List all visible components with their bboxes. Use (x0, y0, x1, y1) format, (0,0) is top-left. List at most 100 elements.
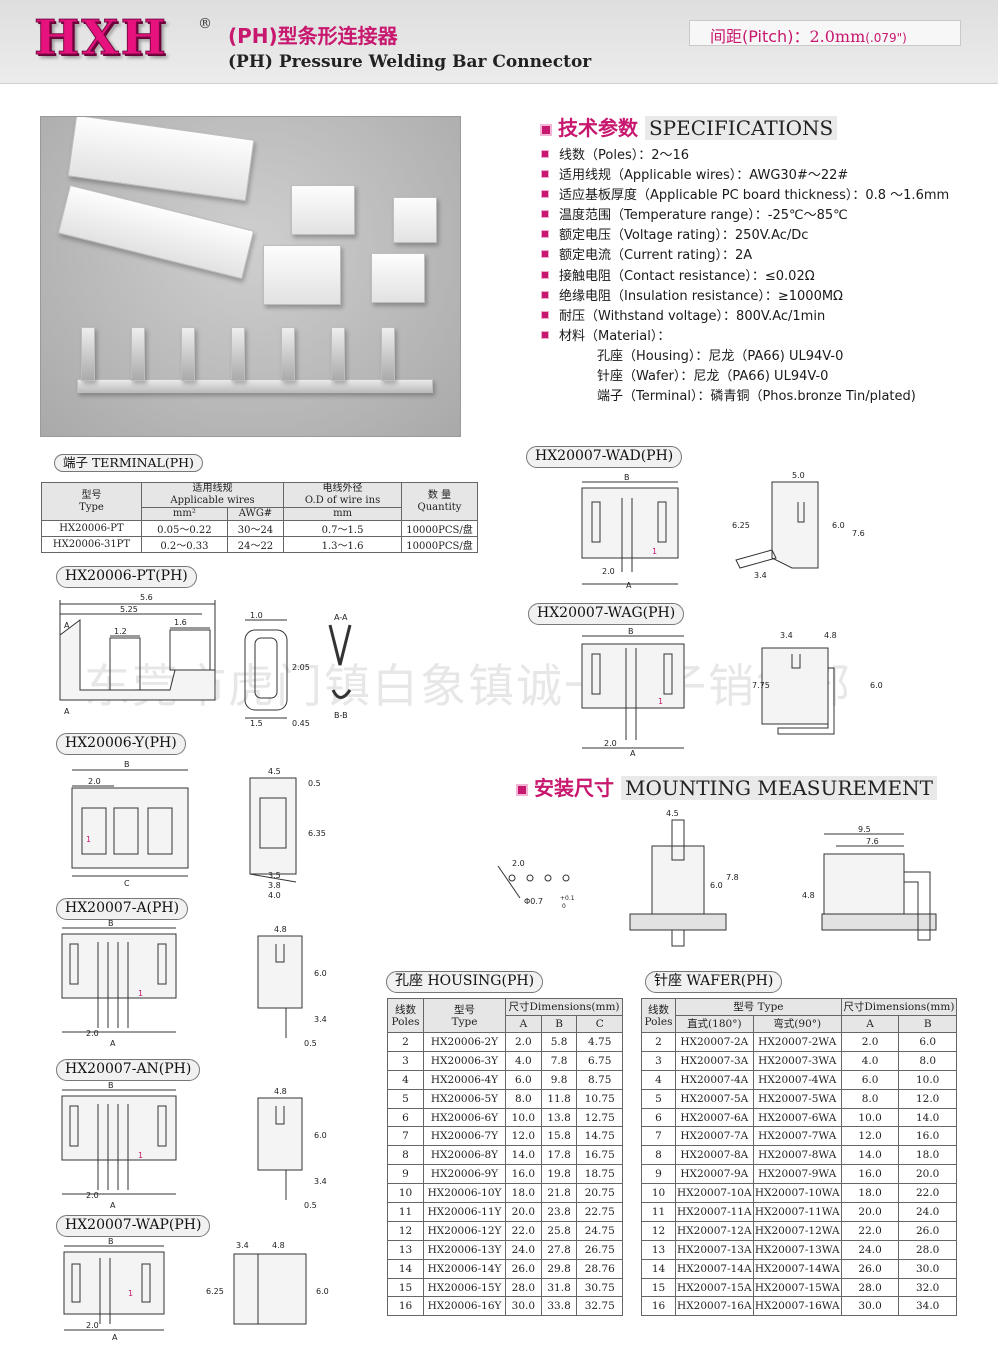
label-pt: HX20006-PT(PH) (56, 566, 197, 588)
table-cell: 16.75 (576, 1145, 623, 1166)
table-cell: 16.0 (505, 1164, 542, 1185)
dim-text: B (108, 1237, 114, 1246)
dim-text: 1.5 (250, 719, 263, 728)
table-cell: 30.0 (505, 1296, 542, 1317)
photo-wafer-long (57, 184, 255, 280)
dim-text: 6.0 (314, 969, 327, 978)
square-bullet-icon (541, 330, 549, 339)
table-cell: 12.0 (898, 1088, 957, 1109)
dim-text: A (110, 1201, 116, 1210)
table-cell: 14.0 (840, 1145, 900, 1166)
drawing-wap: B A 2.0 1 6.25 3.4 4.8 6.0 (63, 1237, 329, 1342)
table-cell: 8.0 (505, 1088, 542, 1109)
table-cell: 30.75 (576, 1277, 623, 1298)
table-cell: 4.75 (576, 1032, 623, 1052)
dim-text: 3.4 (314, 1015, 327, 1024)
table-cell: 5 (641, 1088, 676, 1109)
dim-text: 5.0 (792, 471, 805, 480)
table-cell: 28.0 (898, 1239, 957, 1260)
table-cell: HX20007-16A (675, 1296, 754, 1317)
table-cell: 26.0 (840, 1258, 900, 1279)
dim-text: 4.8 (824, 631, 837, 640)
table-cell: 29.8 (540, 1258, 578, 1279)
table-cell: HX20007-15WA (752, 1277, 842, 1298)
dim-text: 2.0 (512, 859, 525, 868)
square-bullet-icon (541, 270, 549, 279)
table-cell: HX20007-13A (675, 1239, 754, 1260)
table-cell: HX20007-14WA (752, 1258, 842, 1279)
dim-text: 6.35 (308, 829, 326, 838)
drawing-an: B 1 A 2.0 4.8 6.0 3.4 0.5 (61, 1081, 327, 1210)
table-cell: HX20007-9A (675, 1164, 754, 1185)
table-cell: 31.8 (540, 1277, 578, 1298)
dim-text: 4.0 (268, 891, 281, 900)
table-cell: 28.0 (505, 1277, 542, 1298)
dim-text: B (628, 627, 634, 636)
table-cell: 20.75 (576, 1183, 623, 1204)
dim-text: 5.25 (120, 605, 138, 614)
table-cell: 16 (641, 1296, 676, 1317)
table-cell: HX20007-6A (675, 1107, 754, 1128)
table-cell: 7 (387, 1126, 424, 1147)
table-cell: 15.8 (540, 1126, 578, 1147)
pitch-box: 间距(Pitch)：2.0mm(.079") (689, 20, 961, 46)
dim-text: A (110, 1039, 116, 1048)
table-cell: HX20007-4A (675, 1069, 754, 1090)
table-cell: 10.75 (576, 1088, 623, 1109)
dim-text: 6.0 (832, 521, 845, 530)
photo-terminal (81, 327, 95, 381)
spec-row: 接触电阻（Contact resistance）：≤0.02Ω (541, 265, 996, 285)
spec-row: 适应基板厚度（Applicable PC board thickness）：0.… (541, 184, 996, 204)
table-cell: HX20007-8A (675, 1145, 754, 1166)
dim-text: 2.0 (604, 739, 617, 748)
dim-text: 0.5 (308, 779, 321, 788)
table-cell: 8 (387, 1145, 424, 1166)
table-cell: HX20006-6Y (423, 1107, 506, 1128)
brand-logo: HXH (34, 10, 168, 67)
table-cell: 6.0 (898, 1032, 957, 1052)
table-cell: 11 (641, 1202, 676, 1222)
dim-text: 3.8 (268, 881, 281, 890)
table-cell: 8.0 (898, 1050, 957, 1071)
dim-text: 5.6 (140, 593, 153, 602)
table-cell: HX20007-5WA (752, 1088, 842, 1109)
table-cell: 5.8 (540, 1032, 578, 1052)
dim-text: B-B (334, 711, 348, 720)
dim-text: 0.5 (304, 1201, 317, 1210)
table-cell: HX20007-14A (675, 1258, 754, 1279)
dim-text: 9.5 (858, 825, 871, 834)
photo-terminal (181, 327, 195, 381)
table-cell: 14 (641, 1258, 676, 1279)
dim-text: 7.6 (866, 837, 879, 846)
table-cell: 12.0 (840, 1126, 900, 1147)
table-cell: 25.8 (540, 1220, 578, 1241)
table-cell: HX20007-10WA (752, 1183, 842, 1204)
table-cell: 30.0 (840, 1296, 900, 1317)
table-cell: HX20006-10Y (423, 1183, 506, 1204)
title-english: (PH) Pressure Welding Bar Connector (228, 52, 592, 72)
table-cell: 10.0 (505, 1107, 542, 1128)
product-photo (40, 116, 461, 437)
table-cell: 6 (387, 1107, 424, 1128)
table-cell: 18.0 (505, 1183, 542, 1204)
dim-text: 1 (658, 697, 663, 706)
dim-text: A (626, 581, 632, 590)
table-cell: 12 (641, 1220, 676, 1241)
table-cell: 14.0 (505, 1145, 542, 1166)
dim-text: 6.0 (710, 881, 723, 890)
table-cell: HX20007-2WA (752, 1032, 842, 1052)
table-cell: 16.0 (840, 1164, 900, 1185)
dim-text: 1 (128, 1289, 133, 1298)
table-cell: 4.0 (840, 1050, 900, 1071)
dim-text: 1.6 (174, 618, 187, 627)
table-cell: 7 (641, 1126, 676, 1147)
